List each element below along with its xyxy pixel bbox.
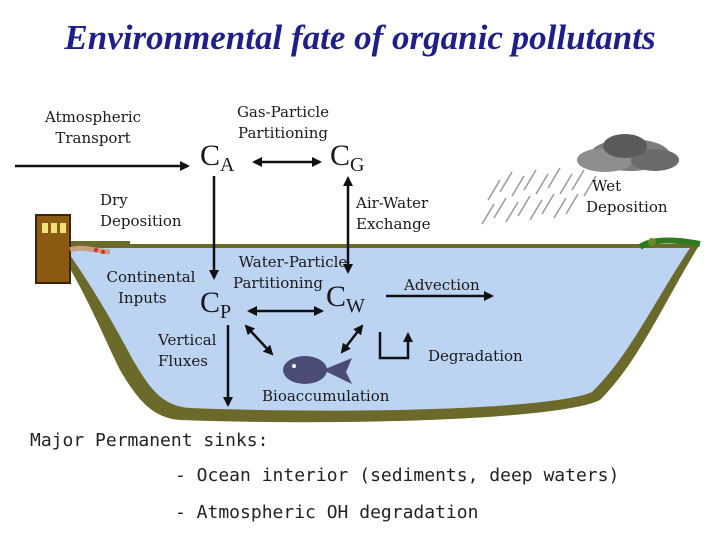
symbol-ca: CA <box>200 139 234 177</box>
label-line: Inputs <box>118 289 167 307</box>
label-line: Transport <box>55 129 131 147</box>
symbol-base: C <box>330 139 351 172</box>
label-line: Partitioning <box>233 274 323 292</box>
water-body <box>65 248 690 411</box>
symbol-cw: CW <box>326 280 365 318</box>
symbol-base: C <box>200 286 221 319</box>
symbol-base: C <box>200 139 221 172</box>
advection-label: Advection <box>404 276 480 294</box>
label-line: Continental <box>106 268 196 286</box>
fish-icon <box>283 356 352 384</box>
symbol-sub: A <box>220 154 235 176</box>
rain-cloud-icon <box>481 134 679 225</box>
sink-item: - Atmospheric OH degradation <box>175 502 479 523</box>
label-line: Deposition <box>586 198 668 216</box>
degradation-label: Degradation <box>428 347 523 365</box>
label-line: Wet <box>592 177 622 195</box>
wet-deposition-label: Wet Deposition <box>586 176 686 218</box>
vertical-fluxes-label: Vertical Fluxes <box>158 330 238 372</box>
label-line: Dry <box>100 191 128 209</box>
label-line: Water-Particle <box>238 253 348 271</box>
symbol-sub: P <box>220 301 232 323</box>
bioaccumulation-arrow-right <box>340 324 364 354</box>
dry-deposition-label: Dry Deposition <box>100 190 200 232</box>
label-line: Air-Water <box>356 194 429 212</box>
bioaccumulation-label: Bioaccumulation <box>262 387 390 405</box>
bioaccumulation-arrow-left <box>244 324 274 356</box>
label-line: Fluxes <box>158 352 208 370</box>
symbol-sub: G <box>350 154 365 176</box>
label-line: Atmospheric <box>44 108 142 126</box>
symbol-cp: CP <box>200 286 231 324</box>
atmospheric-transport-label: Atmospheric Transport <box>28 107 158 149</box>
continental-inputs-label: Continental Inputs <box>96 267 206 309</box>
air-water-label: Air-Water Exchange <box>356 193 446 235</box>
factory-icon <box>35 214 111 284</box>
right-shore-plant <box>638 237 701 250</box>
symbol-cg: CG <box>330 139 364 177</box>
label-line: Exchange <box>356 215 431 233</box>
plant-bud <box>648 238 656 246</box>
symbol-base: C <box>326 280 347 313</box>
water-particle-label: Water-Particle Partitioning <box>198 252 358 294</box>
slide-title: Environmental fate of organic pollutants <box>64 18 656 57</box>
degradation-arrow <box>378 332 413 360</box>
sinks-heading: Major Permanent sinks: <box>30 430 269 451</box>
label-line: Partitioning <box>238 124 328 142</box>
label-line: Deposition <box>100 212 182 230</box>
sink-item: - Ocean interior (sediments, deep waters… <box>175 465 620 486</box>
label-line: Vertical <box>158 331 217 349</box>
label-line: Gas-Particle <box>236 103 330 121</box>
symbol-sub: W <box>346 295 365 317</box>
gas-particle-label: Gas-Particle Partitioning <box>218 102 348 144</box>
